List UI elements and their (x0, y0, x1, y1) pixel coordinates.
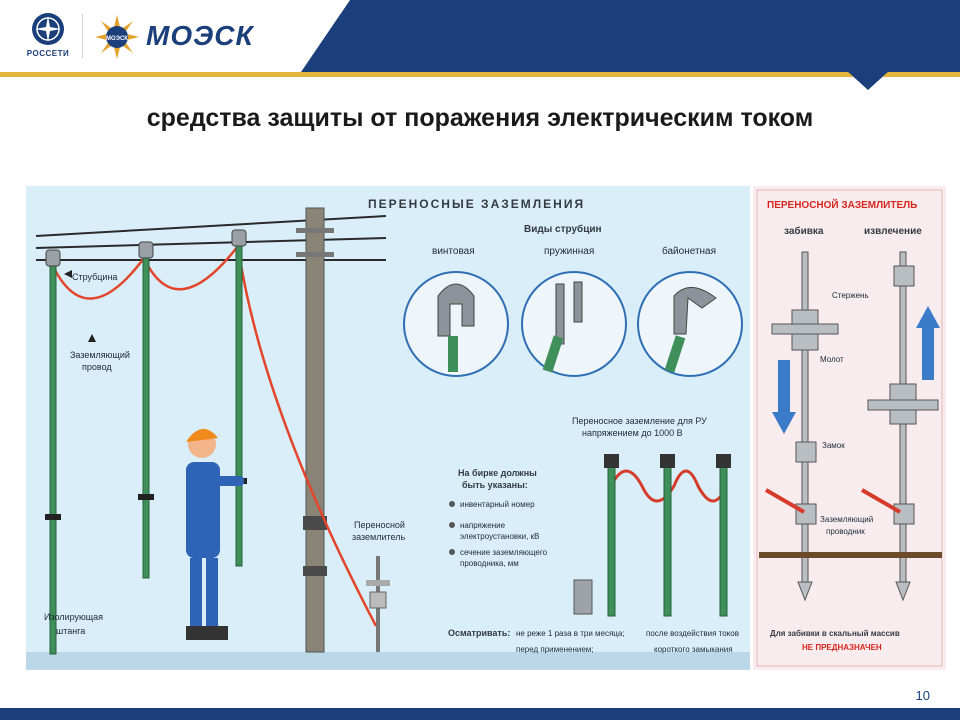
tag-item: инвентарный номер (460, 500, 535, 509)
worker-figure (186, 428, 244, 640)
clamp (45, 249, 61, 267)
moesk-sun-icon: МОЭСК (95, 15, 139, 59)
tag-item: электроустановки, кВ (460, 532, 539, 541)
power-line (35, 237, 387, 249)
label-rod-1: Изолирующая (44, 612, 103, 622)
tag-item: сечение заземляющего (460, 548, 548, 557)
col-right-label: извлечение (864, 226, 922, 237)
ru-rod (607, 465, 616, 617)
footer-bar (0, 708, 960, 720)
ru-heading-1: Переносное заземление для РУ (572, 416, 707, 426)
slide-header: РОССЕТИ МОЭСК МОЭСК (0, 0, 960, 90)
tag-item: проводника, мм (460, 559, 519, 568)
right-footer-2: НЕ ПРЕДНАЗНАЧЕН (802, 643, 882, 652)
label-ground-wire-1: Заземляющий (70, 350, 130, 360)
inspect-item: после воздействия токов (646, 629, 739, 638)
label-portable-2: заземлитель (352, 532, 406, 542)
clamp-type-label: винтовая (432, 246, 475, 257)
label-wire-2: проводник (826, 527, 865, 536)
svg-text:МОЭСК: МОЭСК (106, 36, 128, 42)
power-line (35, 215, 387, 237)
label-wire-1: Заземляющий (820, 515, 873, 524)
ru-heading-2: напряжением до 1000 В (582, 428, 683, 438)
inspect-label: Осматривать: (448, 628, 510, 638)
header-chevron (846, 70, 890, 90)
right-footer-1: Для забивки в скальный массив (770, 629, 900, 638)
rosseti-logo: РОССЕТИ (20, 12, 76, 64)
clamp-type-label: пружинная (544, 246, 594, 257)
page-number: 10 (915, 688, 930, 703)
ru-rod (719, 465, 728, 617)
rosseti-label: РОССЕТИ (26, 49, 70, 58)
grounding-illustration: ПЕРЕНОСНЫЕ ЗАЗЕМЛЕНИЯ Струбцина Заземляю… (26, 186, 946, 670)
clamp-circle (403, 271, 509, 377)
label-rod: Стержень (832, 291, 869, 300)
inspect-item: короткого замыкания (654, 645, 733, 654)
clamp-type-label: байонетная (662, 245, 716, 257)
right-panel-heading: ПЕРЕНОСНОЙ ЗАЗЕМЛИТЕЛЬ (767, 198, 917, 211)
tag-heading-2: быть указаны: (462, 480, 528, 490)
header-gold-stripe (0, 72, 960, 77)
label-hammer: Молот (820, 355, 844, 364)
earth-rod (801, 251, 809, 583)
col-left-label: забивка (784, 225, 824, 237)
clamp (138, 241, 154, 259)
label-rod-2: штанга (56, 626, 85, 636)
inspect-item: не реже 1 раза в три месяца; (516, 629, 625, 638)
ru-rod (663, 465, 672, 617)
rosseti-emblem-icon (32, 13, 64, 45)
label-portable-1: Переносной (354, 520, 405, 530)
label-clamp: Струбцина (72, 272, 117, 282)
insulating-rod (235, 245, 243, 567)
insulating-rod (142, 257, 150, 579)
tag-heading-1: На бирке должны (458, 468, 537, 478)
logo-divider (82, 14, 83, 58)
label-ground-wire-2: провод (82, 362, 112, 372)
slide-title: средства защиты от поражения электрическ… (146, 104, 814, 132)
left-panel-heading: ПЕРЕНОСНЫЕ ЗАЗЕМЛЕНИЯ (368, 197, 585, 211)
ground-wire (50, 242, 378, 627)
brand-name: МОЭСК (146, 20, 254, 51)
tag-item: напряжение (460, 521, 506, 530)
clamp-circle (521, 271, 627, 377)
inspect-item: перед применением; (516, 645, 594, 654)
clamp-types-heading: Виды струбцин (524, 223, 602, 235)
insulating-rod (49, 263, 57, 655)
clamp (231, 229, 247, 247)
utility-pole (305, 207, 325, 653)
label-lock: Замок (822, 441, 845, 450)
